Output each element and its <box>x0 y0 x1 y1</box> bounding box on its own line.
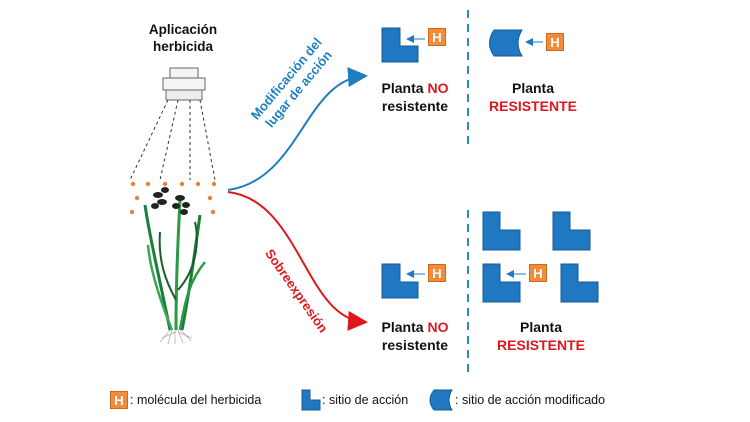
rice-plant-icon <box>143 187 206 345</box>
resistente-red-text: RESISTENTE <box>497 336 585 353</box>
action-site-icon <box>381 27 419 63</box>
no-text: NO <box>427 80 449 96</box>
action-site-icon <box>301 389 321 411</box>
action-site-icon <box>482 211 521 251</box>
action-site-icon <box>560 263 599 303</box>
modified-action-site-icon <box>429 389 453 411</box>
resistente-text: resistente <box>381 97 449 114</box>
herbicide-molecule-icon: H <box>546 33 564 51</box>
overexpression-arrow <box>227 191 368 331</box>
legend-modified-site: : sitio de acción modificado <box>455 393 606 407</box>
resistente-red-text: RESISTENTE <box>489 97 577 114</box>
top-non-resistant-label: Planta NO resistente <box>370 80 460 115</box>
planta-text: Planta <box>381 80 424 96</box>
spray-lines <box>129 99 216 181</box>
resistente-text: resistente <box>381 336 449 353</box>
action-site-icon <box>381 263 419 299</box>
top-resistant-label: Planta RESISTENTE <box>478 80 588 115</box>
planta-text: Planta <box>519 319 562 335</box>
bottom-non-resistant-label: Planta NO resistente <box>370 319 460 354</box>
legend-site: : sitio de acción <box>322 393 409 407</box>
modification-arrow <box>227 67 368 191</box>
herbicide-molecule-icon: H <box>529 264 547 282</box>
sprayer-icon <box>162 67 206 101</box>
herbicide-molecule-icon: H <box>428 264 446 282</box>
diagram-title: Aplicación herbicida <box>128 22 238 56</box>
bottom-resistant-label: Planta RESISTENTE <box>486 319 596 354</box>
title-line-1: Aplicación <box>148 22 218 37</box>
herbicide-molecule-icon: H <box>428 28 446 46</box>
legend-herbicide: : molécula del herbicida <box>130 393 262 407</box>
action-site-icon <box>482 263 521 303</box>
title-line-2: herbicida <box>152 38 214 54</box>
herbicide-droplets <box>129 181 217 215</box>
action-site-icon <box>552 211 591 251</box>
no-text: NO <box>427 319 449 335</box>
herbicide-molecule-icon: H <box>110 391 128 409</box>
planta-text: Planta <box>511 80 554 96</box>
modified-action-site-icon <box>489 29 523 57</box>
planta-text: Planta <box>381 319 424 335</box>
